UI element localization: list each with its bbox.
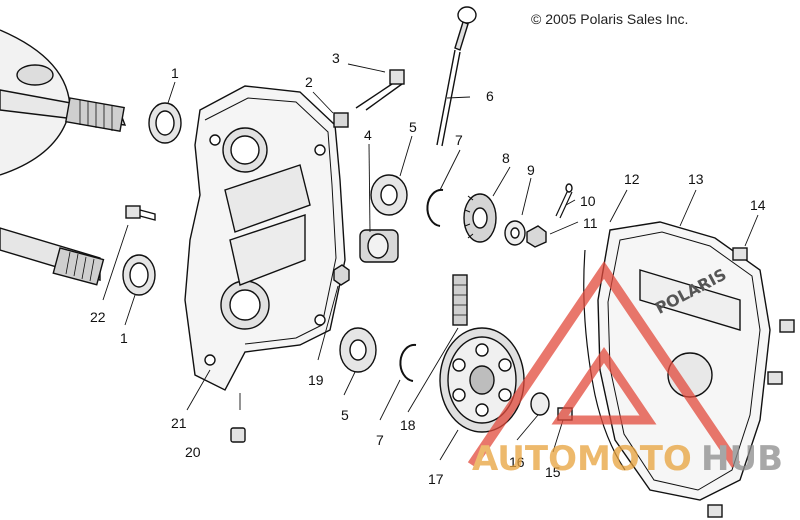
bolt-3 <box>355 69 405 111</box>
copyright-notice: © 2005 Polaris Sales Inc. <box>531 11 689 27</box>
callout-label: 11 <box>583 215 598 231</box>
cotter-pin-10 <box>555 183 573 219</box>
seal-upper <box>148 102 182 144</box>
washer-16 <box>530 392 550 416</box>
nut-2 <box>333 112 349 128</box>
watermark-text-secondary: HUB <box>701 439 783 479</box>
tensioner-4 <box>359 229 399 263</box>
callout-label: 7 <box>376 432 384 448</box>
lower-shaft <box>0 227 105 286</box>
callout-label: 7 <box>455 132 463 148</box>
callout-label: 10 <box>580 193 596 209</box>
gasket-12 <box>583 249 626 471</box>
leader-lines <box>102 63 759 461</box>
callout-label: 2 <box>305 74 313 90</box>
snap-ring-7-lower <box>399 343 417 382</box>
callout-label: 1 <box>120 330 128 346</box>
callout-label: 9 <box>527 162 535 178</box>
bolts-14 <box>707 247 795 518</box>
chaincase-cover-13: POLARIS <box>597 221 771 501</box>
dipstick-6 <box>436 6 477 147</box>
callout-label: 16 <box>509 454 525 470</box>
callout-label: 3 <box>332 50 340 66</box>
bearing-5-lower <box>339 327 377 373</box>
callout-label: 21 <box>171 415 187 431</box>
nut-19 <box>333 264 350 286</box>
plug-20 <box>230 427 246 443</box>
upper-shaft-disc <box>0 29 127 176</box>
callout-label: 12 <box>624 171 640 187</box>
callout-label: 6 <box>486 88 494 104</box>
watermark: AUTOMOTO HUB <box>467 261 783 479</box>
callout-label: 22 <box>90 309 106 325</box>
bearing-5-upper <box>370 174 408 216</box>
chaincase-housing <box>184 85 346 391</box>
nut-11 <box>526 225 547 248</box>
bolt-22 <box>125 205 156 221</box>
callout-label: 18 <box>400 417 416 433</box>
callout-label: 15 <box>545 464 561 480</box>
callout-label: 20 <box>185 444 201 460</box>
snap-ring-7-upper <box>426 188 444 227</box>
callout-label: 19 <box>308 372 324 388</box>
callout-label: 13 <box>688 171 704 187</box>
callout-label: 5 <box>341 407 349 423</box>
callout-numbers: 1 2 3 4 5 6 7 8 9 10 11 12 13 14 22 1 19… <box>90 50 766 487</box>
washer-9 <box>504 220 526 246</box>
callout-label: 17 <box>428 471 444 487</box>
sprocket-8 <box>463 193 497 243</box>
callout-label: 5 <box>409 119 417 135</box>
watermark-text-primary: AUTOMOTO <box>472 439 692 479</box>
callout-label: 1 <box>171 65 179 81</box>
seal-lower <box>122 254 156 296</box>
callout-label: 14 <box>750 197 766 213</box>
gear-17 <box>439 327 525 433</box>
callout-label: 4 <box>364 127 372 143</box>
callout-label: 8 <box>502 150 510 166</box>
chain-18 <box>452 274 468 326</box>
